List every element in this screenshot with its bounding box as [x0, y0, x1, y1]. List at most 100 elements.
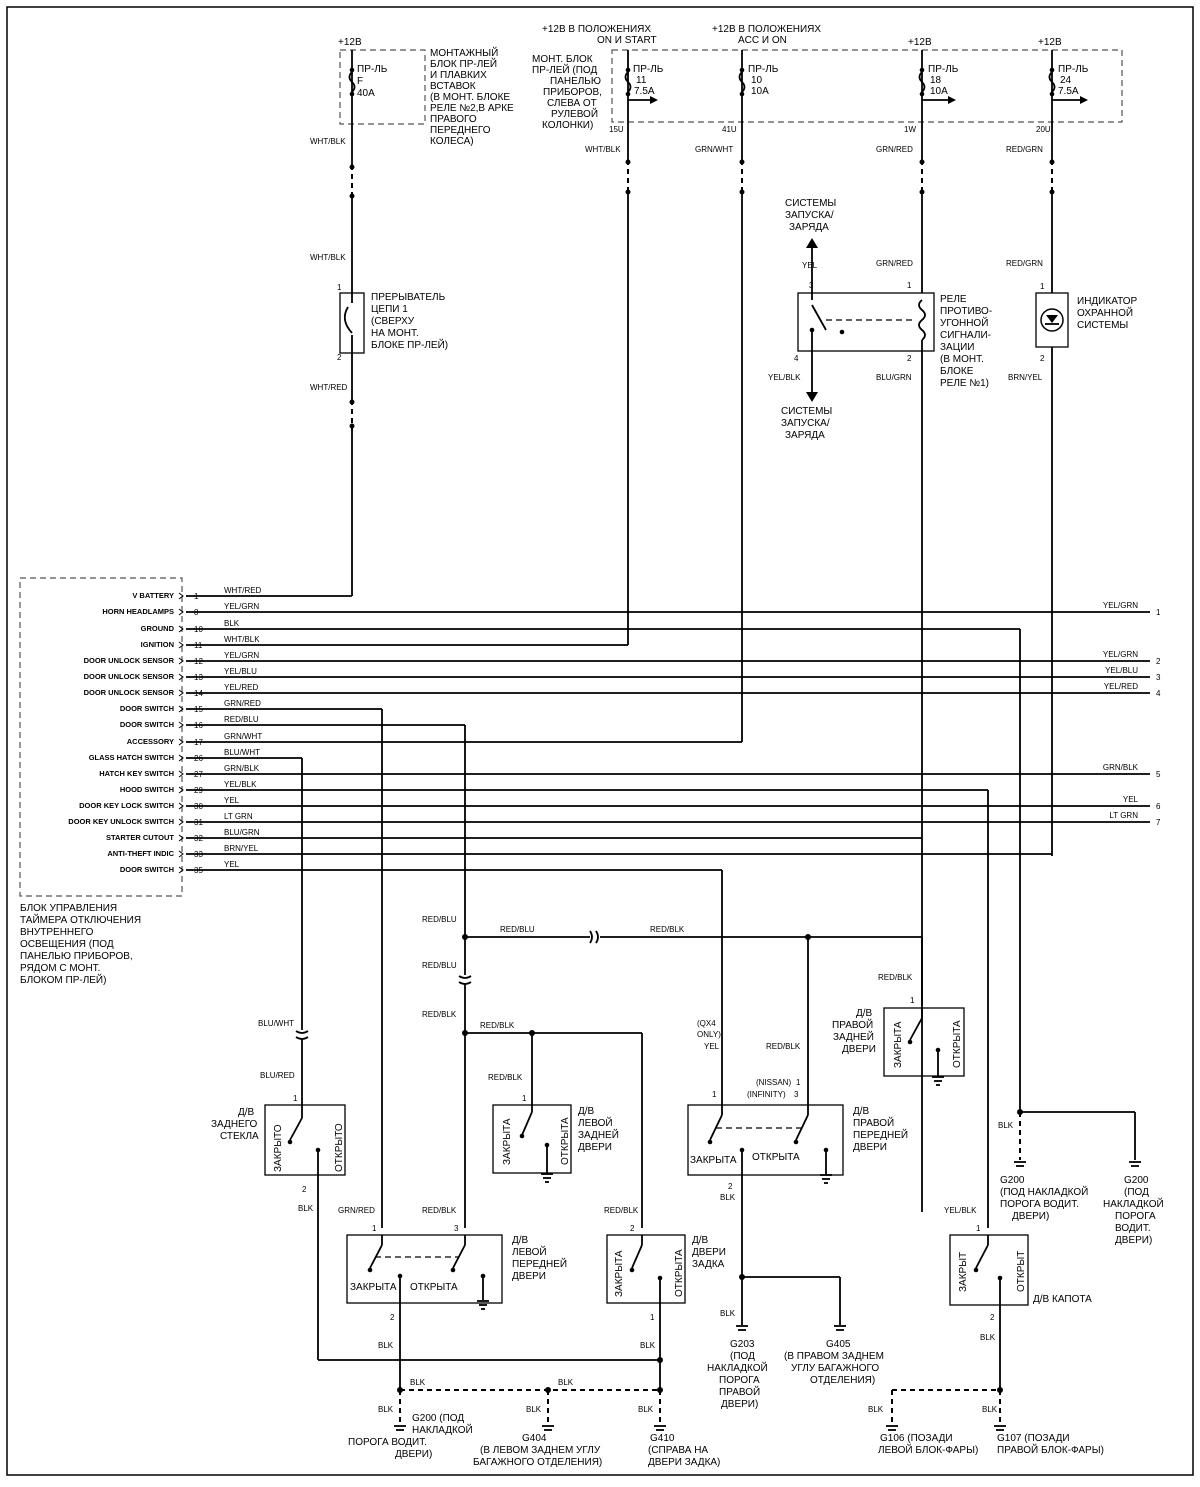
- wire-label-yel-relay: YEL: [802, 261, 818, 270]
- svg-text:ДВЕРИ: ДВЕРИ: [512, 1271, 546, 1282]
- svg-text:1: 1: [372, 1224, 377, 1233]
- svg-text:МОНТАЖНЫЙ: МОНТАЖНЫЙ: [430, 46, 498, 59]
- left-front-door-switch: [346, 1234, 503, 1304]
- svg-text:(В МОНТ.: (В МОНТ.: [940, 354, 984, 365]
- module-pin-wire: WHT/RED: [224, 586, 262, 595]
- wire-label-yel-rfront: YEL: [704, 1042, 720, 1051]
- svg-text:ВСТАВОК: ВСТАВОК: [430, 81, 476, 92]
- svg-text:БЛОК УПРАВЛЕНИЯ: БЛОК УПРАВЛЕНИЯ: [20, 903, 117, 914]
- main-fuse-block-caption: МОНТАЖНЫЙ БЛОК ПР-ЛЕЙ И ПЛАВКИХ ВСТАВОК …: [430, 46, 514, 147]
- module-pin-name: DOOR KEY LOCK SWITCH: [79, 801, 174, 810]
- right-terminal-wire: YEL: [1123, 795, 1139, 804]
- pin-terminal-icon: [178, 850, 184, 858]
- hatch-switch-caption: Д/В ДВЕРИ ЗАДКА: [692, 1235, 726, 1270]
- svg-text:G200: G200: [1124, 1175, 1149, 1186]
- security-indicator-caption: ИНДИКАТОР ОХРАННОЙ СИСТЕМЫ: [1077, 296, 1138, 331]
- svg-text:ПРАВОЙ: ПРАВОЙ: [719, 1385, 760, 1398]
- module-pin-name: ACCESSORY: [127, 737, 174, 746]
- module-pin-name: HORN HEADLAMPS: [102, 607, 174, 616]
- module-pin-wire: LT GRN: [224, 812, 253, 821]
- b12-start-label-2: ON И START: [597, 35, 657, 46]
- fuse-11-label: ПР-ЛЬ: [633, 64, 664, 75]
- right-rear-switch-caption: Д/В ПРАВОЙ ЗАДНЕЙ ДВЕРИ: [832, 1008, 876, 1055]
- svg-text:СЛЕВА ОТ: СЛЕВА ОТ: [547, 98, 597, 109]
- svg-text:ДВЕРИ): ДВЕРИ): [1012, 1211, 1049, 1222]
- right-rear-open-label: ОТКРЫТА: [952, 1020, 963, 1068]
- hood-switch: [949, 1234, 1029, 1306]
- module-pin-wire: YEL/RED: [224, 683, 258, 692]
- svg-text:ПЕРЕДНЕЙ: ПЕРЕДНЕЙ: [512, 1257, 567, 1270]
- fuse-24-number: 24: [1060, 75, 1072, 86]
- pin-terminal-icon: [178, 738, 184, 746]
- wire-label-red-blk-rrear: RED/BLK: [878, 973, 913, 982]
- nissan-note: (NISSAN): [756, 1078, 791, 1087]
- svg-text:ПРИБОРОВ,: ПРИБОРОВ,: [543, 87, 602, 98]
- wire-label-red-grn-2: RED/GRN: [1006, 259, 1043, 268]
- right-terminal-number: 4: [1156, 689, 1161, 698]
- module-pin-name: GROUND: [141, 624, 175, 633]
- svg-text:СИГНАЛИ-: СИГНАЛИ-: [940, 330, 991, 341]
- wire-label-blk-rear-glass: BLK: [298, 1204, 314, 1213]
- svg-text:ПРАВОГО: ПРАВОГО: [430, 114, 477, 125]
- svg-text:СИСТЕМЫ: СИСТЕМЫ: [781, 406, 832, 417]
- module-pin-name: DOOR UNLOCK SENSOR: [84, 688, 175, 697]
- svg-text:РЕЛЕ: РЕЛЕ: [940, 294, 967, 305]
- left-front-open-label: ОТКРЫТА: [410, 1282, 458, 1293]
- svg-text:G107 (ПОЗАДИ: G107 (ПОЗАДИ: [997, 1433, 1070, 1444]
- svg-text:ВНУТРЕННЕГО: ВНУТРЕННЕГО: [20, 927, 94, 938]
- svg-text:2: 2: [728, 1182, 733, 1191]
- left-front-switch-caption: Д/В ЛЕВОЙ ПЕРЕДНЕЙ ДВЕРИ: [512, 1235, 567, 1282]
- starting-systems-bottom: СИСТЕМЫ ЗАПУСКА/ ЗАРЯДА: [781, 406, 832, 441]
- svg-text:Д/В: Д/В: [853, 1106, 870, 1117]
- ground-g106: G106 (ПОЗАДИ ЛЕВОЙ БЛОК-ФАРЫ): [878, 1433, 978, 1456]
- pin-terminal-icon: [178, 673, 184, 681]
- wire-label-blk-g106: BLK: [868, 1405, 884, 1414]
- pin-terminal-icon: [178, 689, 184, 697]
- wire-label-brn-yel: BRN/YEL: [1008, 373, 1043, 382]
- svg-text:И ПЛАВКИХ: И ПЛАВКИХ: [430, 70, 487, 81]
- infinity-note: (INFINITY): [747, 1090, 786, 1099]
- module-pin-wire: YEL: [224, 860, 240, 869]
- wire-label-blk-g107: BLK: [982, 1405, 998, 1414]
- svg-text:G200 (ПОД: G200 (ПОД: [412, 1413, 464, 1424]
- svg-text:ВОДИТ.: ВОДИТ.: [1115, 1223, 1151, 1234]
- svg-text:ДВЕРИ: ДВЕРИ: [842, 1044, 876, 1055]
- svg-text:ПР-ЛЕЙ (ПОД: ПР-ЛЕЙ (ПОД: [532, 63, 597, 76]
- svg-text:2: 2: [990, 1313, 995, 1322]
- svg-text:2: 2: [302, 1185, 307, 1194]
- fuse-10-label: ПР-ЛЬ: [748, 64, 779, 75]
- wire-label-red-blk-lfront: RED/BLK: [422, 1206, 457, 1215]
- wire-label-blk-rfront: BLK: [720, 1193, 736, 1202]
- right-terminal-number: 2: [1156, 657, 1161, 666]
- svg-text:(СПРАВА НА: (СПРАВА НА: [648, 1445, 708, 1456]
- svg-text:(ПОД НАКЛАДКОЙ: (ПОД НАКЛАДКОЙ: [1000, 1185, 1088, 1198]
- svg-text:1: 1: [976, 1224, 981, 1233]
- svg-text:РЕЛЕ №2,В АРКЕ: РЕЛЕ №2,В АРКЕ: [430, 103, 514, 114]
- pin-terminal-icon: [178, 802, 184, 810]
- svg-text:Д/В: Д/В: [578, 1106, 595, 1117]
- right-terminal-number: 3: [1156, 673, 1161, 682]
- svg-text:(СВЕРХУ: (СВЕРХУ: [371, 316, 415, 327]
- rear-glass-open-label: ОТКРЫТО: [334, 1123, 345, 1172]
- module-pin-wire: BLU/WHT: [224, 748, 260, 757]
- svg-text:2: 2: [390, 1313, 395, 1322]
- wire-label-grn-wht: GRN/WHT: [695, 145, 733, 154]
- pin-terminal-icon: [178, 608, 184, 616]
- pin-terminal-icon: [178, 641, 184, 649]
- module-pin-wire: YEL/GRN: [224, 651, 259, 660]
- svg-text:ЗАРЯДА: ЗАРЯДА: [785, 430, 825, 441]
- svg-text:НА МОНТ.: НА МОНТ.: [371, 328, 419, 339]
- svg-text:ЗАДНЕЙ: ЗАДНЕЙ: [833, 1030, 874, 1043]
- svg-text:ПРАВОЙ: ПРАВОЙ: [832, 1018, 873, 1031]
- qx4-note: (QX4 ONLY): [697, 1019, 721, 1039]
- svg-text:ПОРОГА: ПОРОГА: [719, 1375, 760, 1386]
- svg-text:ДВЕРИ): ДВЕРИ): [721, 1399, 758, 1410]
- module-pin-wire: YEL/GRN: [224, 602, 259, 611]
- svg-text:ЗАПУСКА/: ЗАПУСКА/: [781, 418, 830, 429]
- svg-text:ЗАПУСКА/: ЗАПУСКА/: [785, 210, 834, 221]
- timer-module: [19, 577, 183, 897]
- module-pin-wire: GRN/WHT: [224, 732, 262, 741]
- wire-label-blk-g200-upper: BLK: [998, 1121, 1014, 1130]
- right-terminal-wire: YEL/GRN: [1103, 601, 1138, 610]
- anti-theft-relay: [797, 292, 935, 352]
